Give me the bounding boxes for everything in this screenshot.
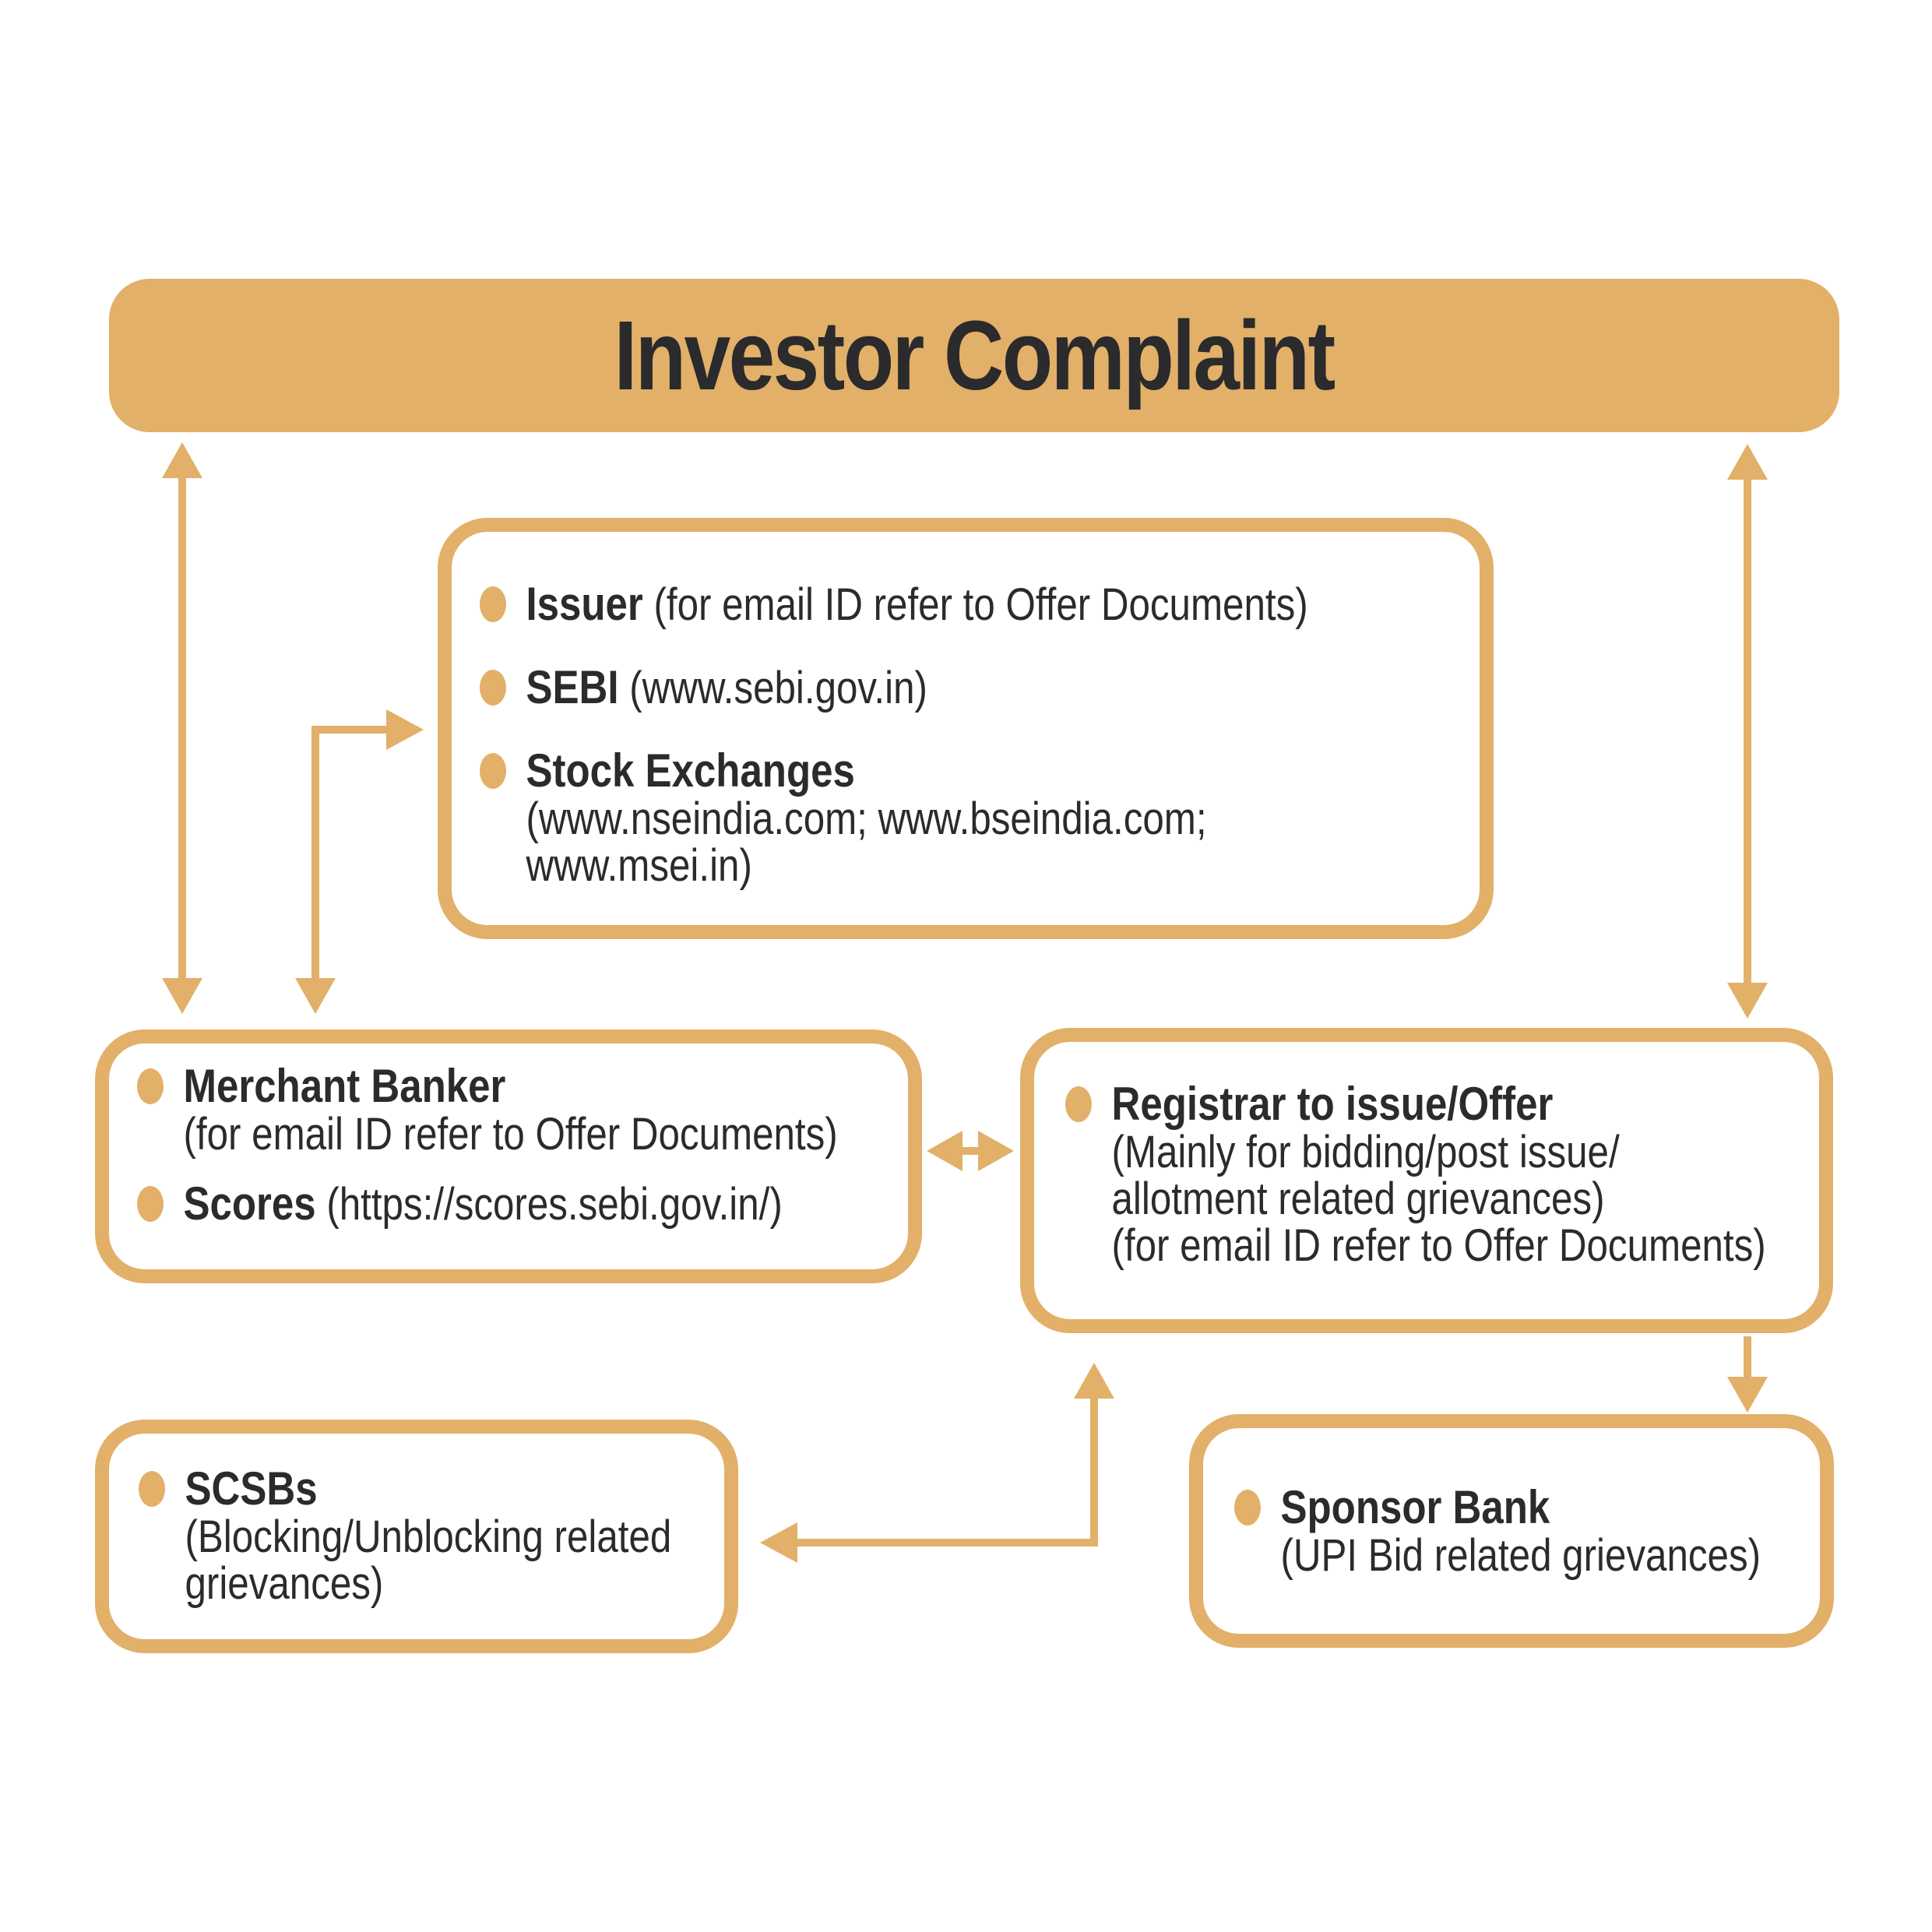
stock-exchanges-line: Stock Exchanges [526,747,1207,796]
detail-text: (for email ID refer to Offer Documents) [653,579,1308,630]
list-item-registrar: Registrar to issue/Offer (Mainly for bid… [1065,1080,1803,1269]
detail-text: (for email ID refer to Offer Documents) [183,1109,838,1160]
bullet-icon [137,1186,164,1222]
merchant-banker-box: Merchant Banker (for email ID refer to O… [95,1029,922,1283]
authority-box-content: Issuer (for email ID refer to Offer Docu… [480,580,1459,889]
scsbs-line: SCSBs [185,1465,672,1514]
bullet-icon [480,670,506,706]
detail-text: grievances) [185,1558,384,1609]
term-label: Sponsor Bank [1280,1481,1550,1533]
detail-text: www.msei.in) [526,840,752,891]
bullet-icon [1065,1086,1092,1122]
term-label: SCSBs [185,1462,318,1515]
bullet-icon [480,586,506,622]
list-item-sebi: SEBI (www.sebi.gov.in) [480,663,1459,713]
registrar-box: Registrar to issue/Offer (Mainly for bid… [1020,1028,1833,1333]
term-label: SEBI [526,661,619,713]
sponsor-bank-line: Sponsor Bank [1281,1483,1761,1533]
term-label: Merchant Banker [183,1060,506,1112]
detail-text: (Mainly for bidding/post issue/ [1111,1127,1620,1177]
registrar-line: Registrar to issue/Offer [1112,1080,1766,1129]
detail-text: (https://scores.sebi.gov.in/) [326,1179,783,1230]
term-label: Stock Exchanges [526,744,855,797]
list-item-scores: Scores (https://scores.sebi.gov.in/) [137,1180,887,1229]
list-item-scsbs: SCSBs (Blocking/Unblocking related griev… [139,1465,707,1607]
detail-text: (UPI Bid related grievances) [1280,1530,1761,1581]
term-label: Scores [183,1177,316,1230]
list-item-issuer: Issuer (for email ID refer to Offer Docu… [480,580,1459,629]
term-label: Issuer [526,578,643,630]
term-label: Registrar to issue/Offer [1111,1078,1554,1130]
sponsor-bank-box: Sponsor Bank (UPI Bid related grievances… [1189,1414,1834,1648]
authority-box: Issuer (for email ID refer to Offer Docu… [438,518,1494,939]
sponsor-bank-box-content: Sponsor Bank (UPI Bid related grievances… [1234,1483,1803,1579]
sebi-line: SEBI (www.sebi.gov.in) [526,663,927,713]
detail-text: (www.sebi.gov.in) [629,663,927,713]
bullet-icon [137,1068,164,1104]
bullet-icon [139,1471,165,1507]
double-arrow-merchant-registrar [927,1131,1014,1171]
detail-text: (www.nseindia.com; www.bseindia.com; [526,794,1207,844]
list-item-merchant-banker: Merchant Banker (for email ID refer to O… [137,1062,887,1158]
merchant-banker-line: Merchant Banker [184,1062,838,1111]
registrar-box-content: Registrar to issue/Offer (Mainly for bid… [1065,1080,1803,1269]
page-title: Investor Complaint [614,301,1336,410]
merchant-banker-box-content: Merchant Banker (for email ID refer to O… [137,1062,887,1229]
double-arrow-header-registrar [1727,444,1768,1019]
scores-line: Scores (https://scores.sebi.gov.in/) [184,1180,783,1229]
list-item-stock-exchanges: Stock Exchanges (www.nseindia.com; www.b… [480,747,1459,889]
detail-text: allotment related grievances) [1111,1174,1605,1224]
detail-text: (Blocking/Unblocking related [185,1511,672,1562]
scsb-box-content: SCSBs (Blocking/Unblocking related griev… [139,1465,707,1607]
elbow-arrow-registrar-scsb [760,1363,1114,1563]
double-arrow-header-merchant [162,442,202,1014]
elbow-arrow-merchant-authority [295,709,424,1014]
bullet-icon [480,753,506,789]
investor-complaint-header: Investor Complaint [109,279,1839,432]
arrow-registrar-sponsor [1727,1336,1768,1413]
list-item-sponsor-bank: Sponsor Bank (UPI Bid related grievances… [1234,1483,1803,1579]
issuer-line: Issuer (for email ID refer to Offer Docu… [526,580,1308,629]
scsb-box: SCSBs (Blocking/Unblocking related griev… [95,1420,738,1653]
bullet-icon [1234,1490,1261,1526]
detail-text: (for email ID refer to Offer Documents) [1111,1220,1766,1271]
